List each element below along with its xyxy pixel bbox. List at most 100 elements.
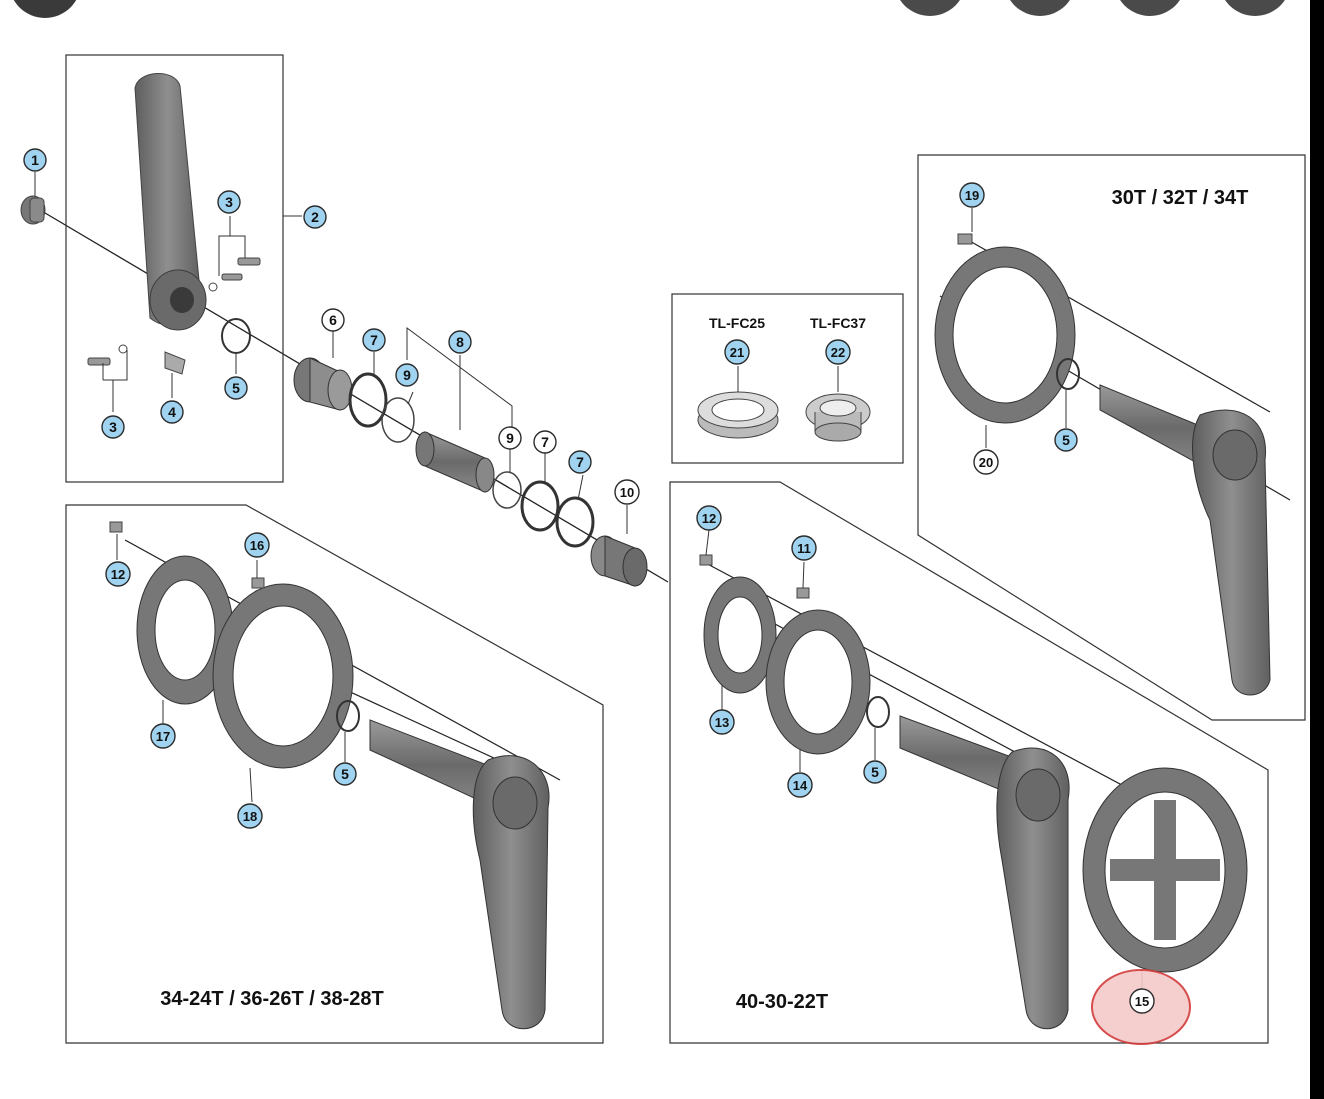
callout-19: 19 [959, 182, 985, 208]
pinch-bolts-upper [208, 257, 261, 292]
callout-number: 19 [965, 188, 979, 203]
tool-tl-fc25-illustration [697, 391, 779, 439]
callout-2: 2 [303, 205, 327, 229]
callout-number: 21 [730, 345, 744, 360]
right-crank-double-illustration [369, 719, 550, 1030]
callout-4: 4 [160, 400, 184, 424]
crank-cap-bolt [20, 195, 46, 225]
callout-number: 6 [329, 312, 337, 328]
callout-number: 2 [311, 209, 319, 225]
o-ring-double [336, 700, 360, 732]
safety-plate [164, 351, 186, 375]
callout-13: 13 [709, 709, 735, 735]
chainring-bolts-double [109, 521, 265, 589]
callout-8: 8 [448, 330, 472, 354]
middle-chainring-triple-illustration [765, 609, 871, 755]
bb-ring-7a [348, 372, 388, 428]
o-ring-triple [866, 696, 890, 728]
panel-title-triple: 40-30-22T [736, 991, 828, 1013]
callout-number: 3 [109, 419, 117, 435]
bb-ring-7c [555, 496, 595, 548]
left-crank-box [65, 54, 284, 483]
bb-ring-9a [381, 397, 415, 443]
tool-callout-layer: 21 22 [724, 339, 851, 365]
callout-number: 5 [232, 380, 240, 396]
callout-17: 17 [150, 723, 176, 749]
callout-number: 7 [576, 454, 584, 470]
callout-number: 14 [793, 778, 808, 793]
callout-3: 3 [217, 190, 241, 214]
o-ring-left [221, 318, 251, 354]
callout-number: 11 [797, 541, 811, 556]
callout-number: 18 [243, 809, 257, 824]
callout-number: 4 [168, 404, 176, 420]
callout-22: 22 [825, 339, 851, 365]
callout-18: 18 [237, 803, 263, 829]
callout-number: 8 [456, 334, 464, 350]
tools-leaders [737, 366, 839, 392]
right-edge-bar [1310, 0, 1324, 1099]
callout-1: 1 [23, 148, 47, 172]
bb-cup-right [590, 535, 648, 587]
bb-sleeve [415, 431, 495, 493]
callout-12: 12 [696, 505, 722, 531]
callout-number: 22 [831, 345, 845, 360]
callout-15: 15 [1129, 988, 1155, 1014]
callout-7: 7 [362, 328, 386, 352]
top-right-partial-circle-4 [1225, 0, 1285, 16]
callout-number: 12 [702, 511, 716, 526]
tool-label-tl-fc25: TL-FC25 [709, 315, 765, 331]
callout-number: 5 [871, 764, 879, 780]
callout-21: 21 [724, 339, 750, 365]
callout-number: 9 [506, 430, 514, 446]
callout-7: 7 [568, 450, 592, 474]
large-chainring-triple-illustration [1082, 767, 1248, 973]
callout-14: 14 [787, 772, 813, 798]
callout-number: 13 [715, 715, 729, 730]
small-chainring-double-illustration [136, 555, 234, 705]
callout-5: 5 [1054, 428, 1078, 452]
callout-5: 5 [224, 376, 248, 400]
small-chainring-triple-illustration [703, 576, 777, 694]
callout-5: 5 [863, 760, 887, 784]
callout-7: 7 [533, 430, 557, 454]
callout-3: 3 [101, 415, 125, 439]
triple-panel-leaders [705, 529, 1143, 990]
panel-double-ring-frame [65, 504, 604, 1044]
axis-line-main [39, 209, 669, 583]
callout-10: 10 [614, 479, 640, 505]
bb-leaders [332, 327, 628, 534]
bb-ring-7b [520, 480, 560, 532]
callout-11: 11 [791, 535, 817, 561]
single-panel-leaders [971, 208, 1067, 448]
callout-number: 5 [1062, 432, 1070, 448]
panel-title-single: 30T / 32T / 34T [1112, 187, 1249, 209]
callout-number: 15 [1135, 994, 1149, 1009]
axis-line-triple [699, 559, 1151, 801]
callout-20: 20 [973, 449, 999, 475]
right-crank-single-illustration [1099, 384, 1271, 696]
callout-16: 16 [244, 532, 270, 558]
top-right-partial-circle-2 [1010, 0, 1070, 16]
callout-number: 12 [111, 567, 125, 582]
callout-number: 7 [370, 332, 378, 348]
pinch-bolts-lower [87, 344, 128, 366]
callout-number: 7 [541, 434, 549, 450]
chainring-bolt-single [957, 233, 973, 245]
callout-number: 9 [403, 367, 411, 383]
callout-number: 20 [979, 455, 993, 470]
callout-6: 6 [321, 308, 345, 332]
callout-12: 12 [105, 561, 131, 587]
tool-tl-fc37-illustration [805, 393, 871, 442]
callout-5: 5 [333, 762, 357, 786]
tool-label-tl-fc37: TL-FC37 [810, 315, 866, 331]
callout-number: 1 [31, 152, 39, 168]
bb-ring-9b [492, 471, 522, 509]
callout-9: 9 [395, 363, 419, 387]
right-crank-triple-illustration [899, 715, 1070, 1030]
callout-9: 9 [498, 426, 522, 450]
top-right-partial-circle-3 [1120, 0, 1180, 16]
left-box-leaders [34, 172, 302, 412]
